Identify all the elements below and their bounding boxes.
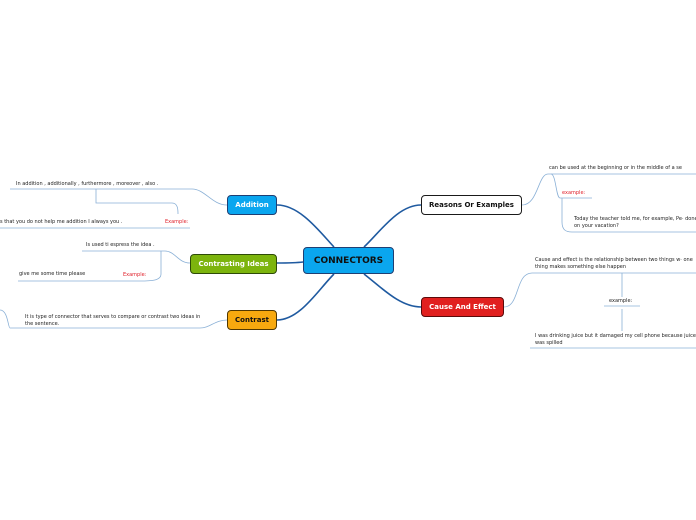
cause-example-label: example: — [609, 298, 633, 304]
link-contrast — [276, 273, 335, 321]
contrasting-example-text: give me some time please — [19, 271, 86, 277]
reasons-example-text: Today the teacher told me, for example, … — [574, 216, 696, 229]
topic-reasons-or-examples[interactable]: Reasons Or Examples — [421, 195, 522, 215]
topic-cause-and-effect[interactable]: Cause And Effect — [421, 297, 504, 317]
link-cause — [363, 273, 422, 308]
reasons-description: can be used at the beginning or in the m… — [549, 165, 682, 171]
central-topic-label: CONNECTORS — [313, 255, 384, 266]
topic-contrast-label: Contrast — [235, 316, 269, 324]
topic-reasons-label: Reasons Or Examples — [429, 201, 514, 209]
topic-contrasting-ideas[interactable]: Contrasting Ideas — [190, 254, 277, 274]
cause-description: Cause and effect is the relationship bet… — [535, 257, 693, 270]
link-contrasting — [276, 261, 304, 264]
link-addition — [276, 204, 335, 248]
addition-example-label: Example: — [165, 219, 189, 225]
contrasting-example-label: Example: — [123, 272, 147, 278]
topic-addition[interactable]: Addition — [227, 195, 277, 215]
cause-example-text: I was drinking juice but it damaged my c… — [535, 333, 696, 346]
link-reasons — [363, 204, 422, 248]
topic-contrasting-ideas-label: Contrasting Ideas — [198, 260, 269, 268]
addition-description: In addition , additionally , furthermore… — [16, 181, 159, 187]
addition-example-text: s that you do not help me addition I alw… — [0, 219, 123, 225]
topic-addition-label: Addition — [235, 201, 269, 209]
reasons-example-label: example: — [562, 190, 586, 196]
contrasting-description: Is used ti espress the idea . — [86, 242, 155, 248]
topic-cause-label: Cause And Effect — [429, 303, 496, 311]
contrast-description: It is type of connector that serves to c… — [25, 314, 201, 327]
central-topic[interactable]: CONNECTORS — [303, 247, 394, 274]
topic-contrast[interactable]: Contrast — [227, 310, 277, 330]
